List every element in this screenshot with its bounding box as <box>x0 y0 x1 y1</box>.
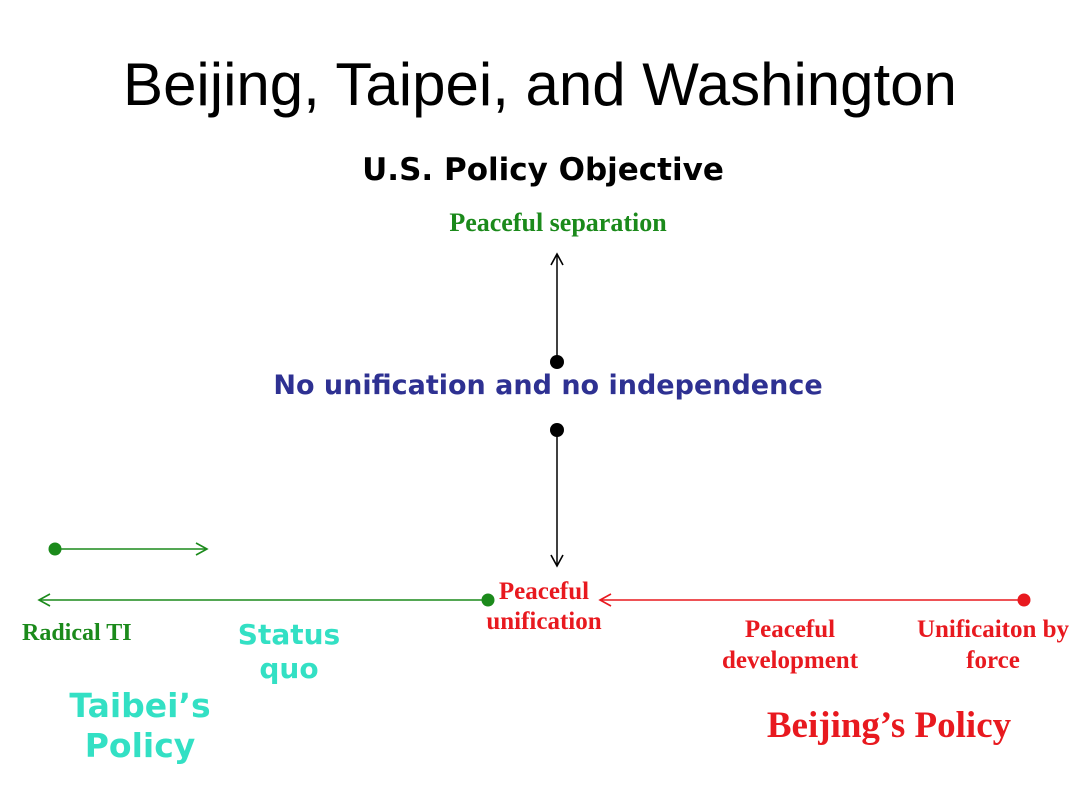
status-quo-label: Status quo <box>237 618 341 685</box>
beijing-policy-label: Beijing’s Policy <box>766 705 1012 746</box>
lower-black-dot <box>550 423 564 437</box>
unification-by-force-label: Unificaiton by force <box>916 616 1070 674</box>
center-green-dot <box>481 593 495 607</box>
short-green-dot <box>48 542 62 556</box>
slide-title: Beijing, Taipei, and Washington <box>123 51 957 118</box>
right-red-dot <box>1017 593 1031 607</box>
taibei-policy-label: Taibei’s Policy <box>69 686 211 765</box>
upper-black-dot <box>550 355 564 369</box>
peaceful-unification-label: Peaceful unification <box>486 578 602 635</box>
status-quo-policy-label: No unification and no independence <box>273 370 823 401</box>
peaceful-development-label: Peaceful development <box>721 616 859 674</box>
peaceful-separation-label: Peaceful separation <box>449 208 667 237</box>
radical-ti-label: Radical TI <box>22 620 132 646</box>
us-policy-heading: U.S. Policy Objective <box>362 152 724 188</box>
